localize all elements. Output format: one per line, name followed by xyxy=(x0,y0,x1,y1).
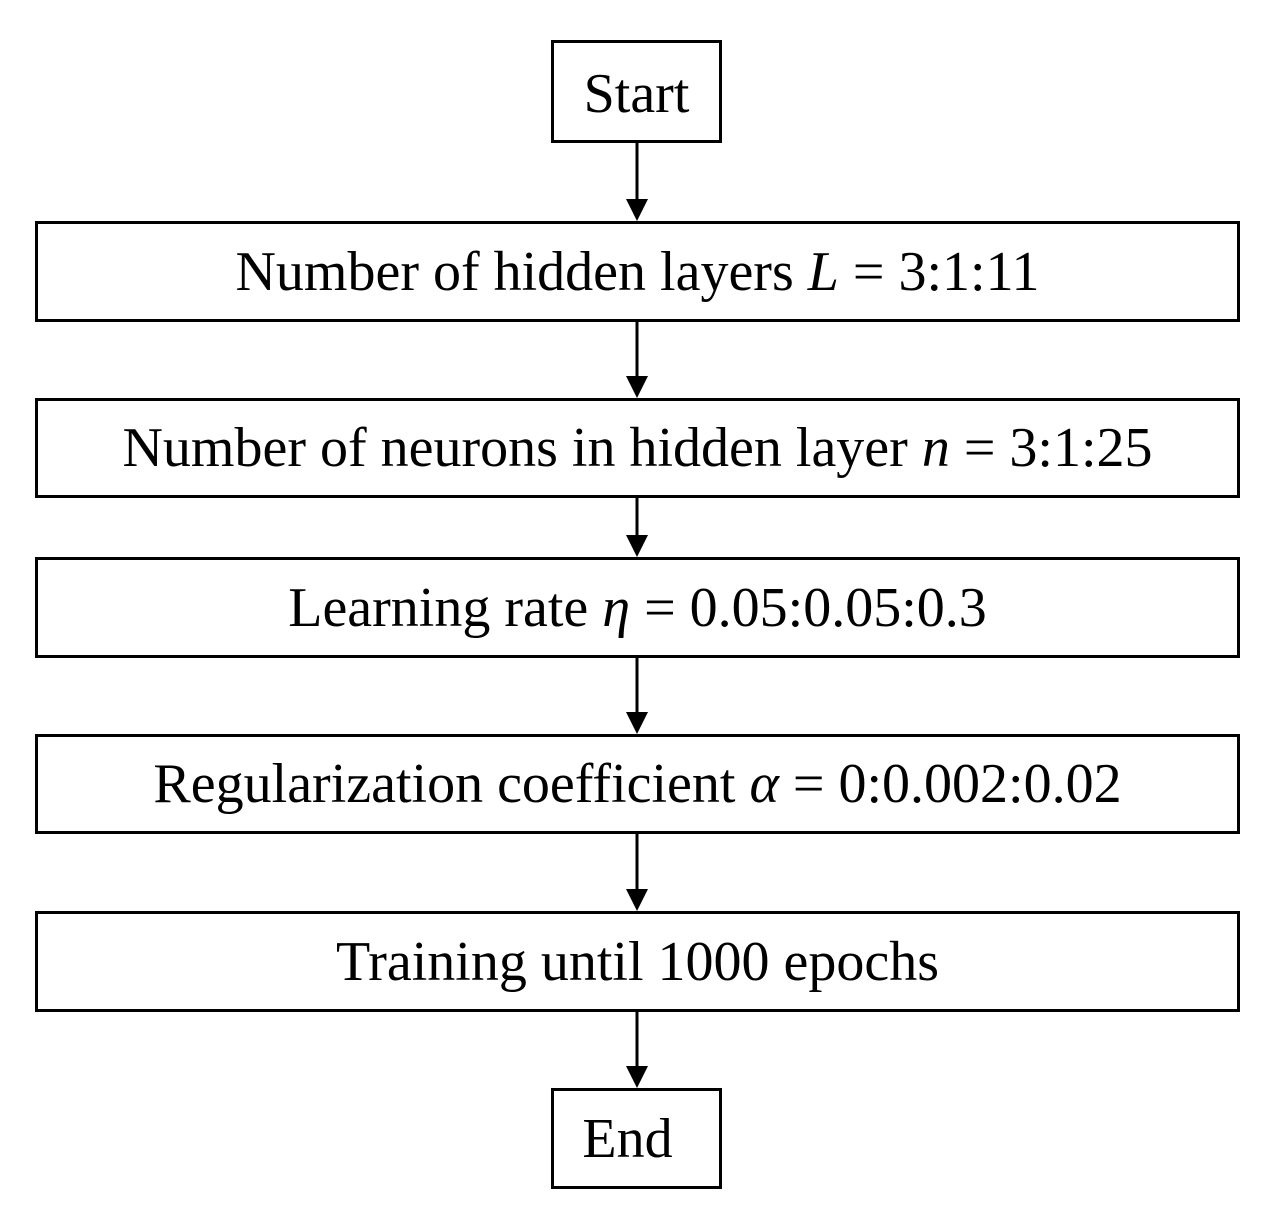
regularization-range: = 0:0.002:0.02 xyxy=(778,753,1122,815)
regularization-step: Regularization coefficient α = 0:0.002:0… xyxy=(35,734,1240,834)
learning-rate-step: Learning rate η = 0.05:0.05:0.3 xyxy=(35,557,1240,658)
arrow-training-to-end xyxy=(626,1011,648,1088)
regularization-symbol: α xyxy=(749,753,779,815)
neurons-text: Number of neurons in hidden layer xyxy=(122,417,922,479)
hidden-layers-symbol: L xyxy=(807,240,839,303)
arrow-regularization-to-training xyxy=(626,833,648,911)
hidden-layers-step: Number of hidden layers L = 3:1:11 xyxy=(35,221,1240,322)
learning-rate-range: = 0.05:0.05:0.3 xyxy=(630,576,987,639)
arrow-hidden-layers-to-neurons xyxy=(626,321,648,398)
arrow-learning-rate-to-regularization xyxy=(626,657,648,734)
training-text: Training until 1000 epochs xyxy=(335,930,940,993)
start-label: Start xyxy=(583,62,690,125)
start-node: Start xyxy=(551,40,722,143)
neurons-step: Number of neurons in hidden layer n = 3:… xyxy=(35,398,1240,498)
hidden-layers-text: Number of hidden layers xyxy=(235,240,808,303)
learning-rate-symbol: η xyxy=(602,576,631,639)
regularization-text: Regularization coefficient xyxy=(153,753,750,815)
neurons-symbol: n xyxy=(921,417,950,479)
hidden-layers-range: = 3:1:11 xyxy=(838,240,1040,303)
neurons-range: = 3:1:25 xyxy=(949,417,1153,479)
training-step: Training until 1000 epochs xyxy=(35,911,1240,1012)
arrow-start-to-hidden-layers xyxy=(626,142,648,221)
end-node: End xyxy=(551,1088,722,1189)
learning-rate-text: Learning rate xyxy=(288,576,603,639)
end-label: End xyxy=(582,1107,673,1170)
arrow-neurons-to-learning-rate xyxy=(626,497,648,557)
